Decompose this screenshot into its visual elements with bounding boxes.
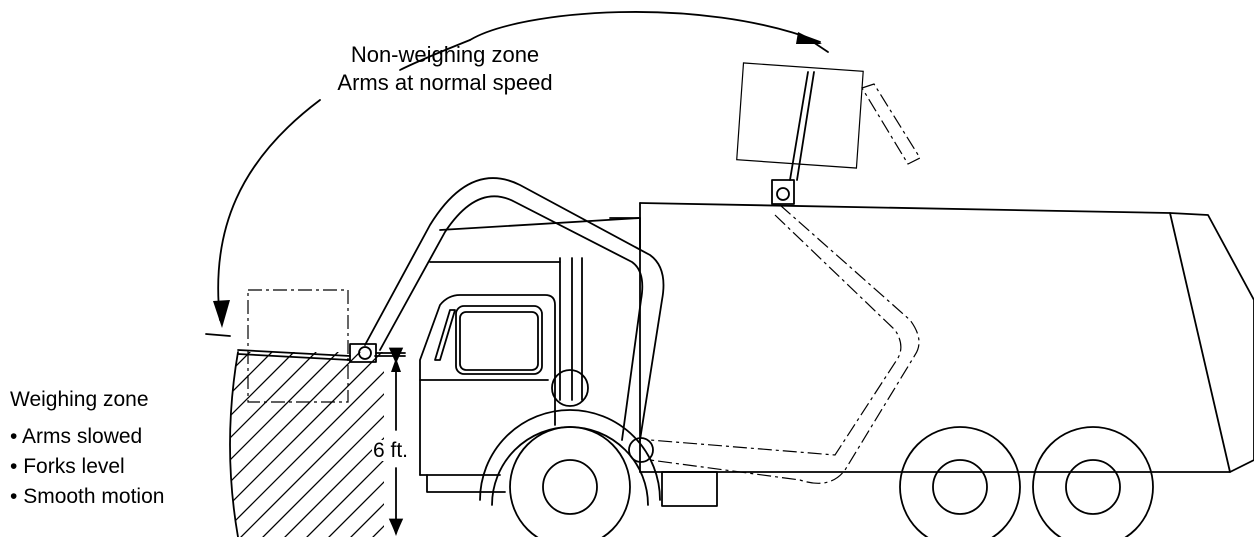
- non-weighing-zone-title: Non-weighing zone: [350, 42, 540, 67]
- truck-cab: [419, 294, 589, 493]
- bullet-text: Smooth motion: [23, 485, 165, 508]
- weighing-zone-boundary: [229, 351, 239, 537]
- front-wheel: [479, 409, 718, 537]
- container-pickup: [237, 289, 406, 403]
- bullet-text: Arms slowed: [22, 425, 143, 448]
- weighing-zone-bullet: • Forks level: [10, 455, 125, 478]
- rear-wheel-1: [899, 426, 1021, 537]
- weighing-zone-title: Weighing zone: [10, 388, 149, 411]
- weighing-zone-bullet: • Arms slowed: [10, 425, 143, 448]
- bullet-text: Forks level: [23, 455, 125, 478]
- truck-body: [429, 202, 1254, 473]
- non-weighing-zone-detail: Arms at normal speed: [337, 70, 553, 95]
- front-arm: [364, 177, 665, 463]
- height-dimension: [374, 347, 406, 536]
- weighing-zone-hatch: [230, 352, 384, 537]
- container-dumping: [736, 62, 921, 205]
- rear-wheel-2: [1032, 426, 1154, 537]
- non-weighing-zone-label: Non-weighing zone Arms at normal speed: [300, 44, 590, 94]
- weighing-zone-bullet: • Smooth motion: [10, 485, 165, 508]
- height-label: 6 ft.: [372, 439, 410, 462]
- travel-arc: [205, 11, 829, 337]
- raised-arm: [649, 204, 920, 484]
